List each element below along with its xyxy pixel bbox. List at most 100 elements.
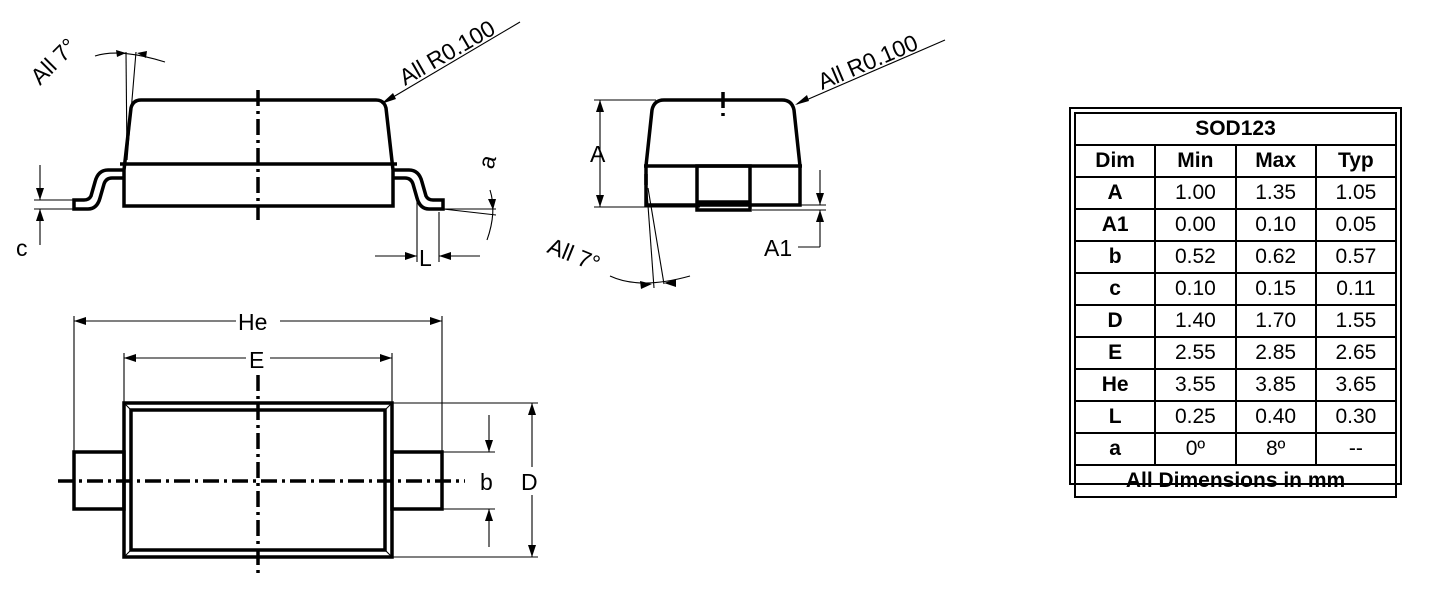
header-typ: Typ	[1314, 144, 1398, 178]
end-angle-label: All 7°	[544, 233, 604, 277]
side-a-arc	[486, 189, 494, 241]
row-min: 0.00	[1154, 208, 1237, 242]
top-D-arrow-top	[528, 403, 536, 415]
end-angle-ref-line	[645, 177, 655, 289]
top-He-arrow-right	[430, 317, 442, 325]
side-right-lead	[393, 168, 445, 211]
row-dim: D	[1073, 304, 1157, 338]
side-L-arrow-right	[439, 252, 451, 260]
top-E-label: E	[249, 347, 264, 373]
row-dim: He	[1073, 368, 1157, 402]
side-angle-arrow-2	[137, 51, 147, 58]
side-radius-arrow	[381, 93, 396, 104]
row-dim: E	[1073, 336, 1157, 370]
side-a-arrow	[488, 199, 496, 210]
top-E-arrow-left	[124, 354, 136, 362]
end-A-arrow-bottom	[596, 195, 604, 207]
end-A1-label: A1	[764, 235, 792, 261]
row-dim: A1	[1073, 208, 1157, 242]
side-radius-label: All R0.100	[395, 15, 500, 91]
row-max: 2.85	[1234, 336, 1317, 370]
row-typ: --	[1314, 432, 1398, 466]
row-dim: A	[1073, 176, 1157, 210]
end-lead	[695, 164, 752, 212]
table-title: SOD123	[1074, 112, 1397, 146]
side-c-arrow-top	[36, 188, 44, 200]
dimension-table: SOD123 Dim Min Max Typ A 1.00 1.35 1.05 …	[1069, 107, 1402, 498]
side-a-ref-line	[442, 208, 497, 216]
row-min: 0.25	[1154, 400, 1237, 434]
row-dim: a	[1073, 432, 1157, 466]
side-radius-leader	[382, 21, 521, 104]
end-A1-arrow-bottom	[816, 210, 824, 222]
top-b-arrow-top	[485, 440, 493, 452]
row-typ: 2.65	[1314, 336, 1398, 370]
side-c-label: c	[16, 235, 28, 261]
row-min: 3.55	[1154, 368, 1237, 402]
end-A-arrow-top	[596, 100, 604, 112]
row-max: 0.15	[1234, 272, 1317, 306]
header-max: Max	[1234, 144, 1317, 178]
top-view: He E b D	[58, 309, 538, 575]
top-E-arrow-right	[380, 354, 392, 362]
row-typ: 1.05	[1314, 176, 1398, 210]
row-max: 3.85	[1234, 368, 1317, 402]
row-min: 0.52	[1154, 240, 1237, 274]
end-radius-leader	[796, 39, 946, 105]
end-angle-draft-line	[647, 187, 665, 285]
row-dim: b	[1073, 240, 1157, 274]
side-angle-label: All 7°	[25, 33, 82, 90]
dimension-table-grid: SOD123 Dim Min Max Typ A 1.00 1.35 1.05 …	[1073, 112, 1398, 498]
row-typ: 0.05	[1314, 208, 1398, 242]
table-row: L 0.25 0.40 0.30	[1073, 400, 1398, 434]
side-angle-ref-line	[125, 51, 128, 161]
row-max: 1.70	[1234, 304, 1317, 338]
side-angle-arrow	[116, 50, 126, 57]
table-row: c 0.10 0.15 0.11	[1073, 272, 1398, 306]
table-row: a 0º 8º --	[1073, 432, 1398, 466]
table-row: D 1.40 1.70 1.55	[1073, 304, 1398, 338]
table-row: b 0.52 0.62 0.57	[1073, 240, 1398, 274]
top-b-label: b	[480, 469, 493, 495]
top-D-arrow-bottom	[528, 545, 536, 557]
row-dim: c	[1073, 272, 1157, 306]
row-max: 0.40	[1234, 400, 1317, 434]
top-D-label: D	[521, 469, 538, 495]
row-min: 1.00	[1154, 176, 1237, 210]
row-max: 0.62	[1234, 240, 1317, 274]
side-L-arrow-left	[405, 252, 417, 260]
end-angle-arc	[609, 275, 691, 284]
side-L-label: L	[419, 245, 432, 271]
table-row: A1 0.00 0.10 0.05	[1073, 208, 1398, 242]
side-c-arrow-bottom	[36, 209, 44, 221]
table-row: A 1.00 1.35 1.05	[1073, 176, 1398, 210]
row-min: 0º	[1154, 432, 1237, 466]
row-dim: L	[1073, 400, 1157, 434]
top-He-arrow-left	[74, 317, 86, 325]
end-angle-arrow-2	[664, 279, 676, 287]
side-angle-draft-line	[126, 51, 137, 161]
side-a-label: a	[473, 152, 501, 171]
row-max: 0.10	[1234, 208, 1317, 242]
row-min: 2.55	[1154, 336, 1237, 370]
side-view: All 7° All R0.100 c L a	[16, 15, 521, 271]
header-min: Min	[1154, 144, 1237, 178]
end-view: All R0.100 A A1 All 7°	[544, 29, 946, 289]
header-dim: Dim	[1073, 144, 1157, 178]
row-min: 1.40	[1154, 304, 1237, 338]
end-radius-label: All R0.100	[814, 29, 922, 94]
row-typ: 0.11	[1314, 272, 1398, 306]
end-A1-arrow-top	[816, 193, 824, 205]
side-left-lead	[72, 168, 124, 211]
end-radius-arrow	[795, 95, 809, 105]
row-typ: 0.57	[1314, 240, 1398, 274]
table-header-row: Dim Min Max Typ	[1073, 144, 1398, 178]
table-row: He 3.55 3.85 3.65	[1073, 368, 1398, 402]
row-typ: 0.30	[1314, 400, 1398, 434]
row-max: 1.35	[1234, 176, 1317, 210]
top-He-label: He	[238, 309, 267, 335]
row-min: 0.10	[1154, 272, 1237, 306]
end-angle-arrow	[640, 281, 652, 289]
row-max: 8º	[1234, 432, 1317, 466]
